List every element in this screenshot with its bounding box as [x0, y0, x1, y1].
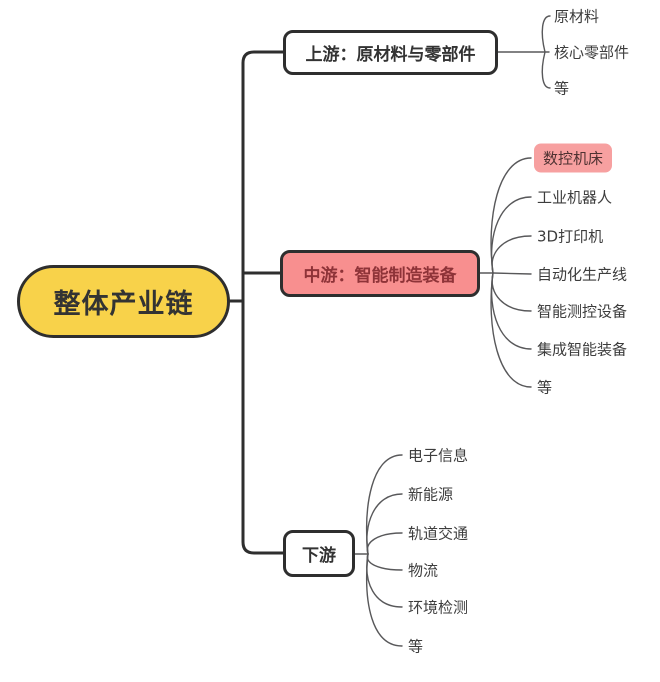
connector-downstream-leaf-4 — [366, 553, 403, 571]
trunk-connectors — [228, 50, 285, 555]
branch-midstream-label: 中游：智能制造装备 — [303, 266, 457, 286]
connector-trunk-to-upstream — [241, 50, 285, 303]
branch-downstream-label: 下游 — [302, 546, 336, 566]
branch-upstream-label: 上游：原材料与零部件 — [305, 45, 476, 65]
connector-upstream-leaf-1 — [541, 15, 551, 53]
root-node-label: 整体产业链 — [53, 289, 194, 320]
connector-midstream-leaf-1 — [490, 157, 532, 274]
leaf-electronic-information[interactable]: 电子信息 — [408, 446, 469, 465]
connector-trunk-to-downstream — [241, 299, 285, 555]
leaf-downstream-etc[interactable]: 等 — [408, 637, 424, 656]
connector-midstream-leaf-2 — [490, 196, 532, 274]
leaf-automated-production-line[interactable]: 自动化生产线 — [537, 265, 628, 284]
connector-downstream-leaf-2 — [366, 493, 403, 555]
leaf-logistics[interactable]: 物流 — [408, 561, 439, 580]
connector-midstream-leaf-5 — [491, 272, 532, 312]
connector-midstream-leaf-4 — [492, 272, 532, 275]
leaf-intelligent-measurement-control[interactable]: 智能测控设备 — [537, 302, 628, 321]
leaf-midstream-etc[interactable]: 等 — [537, 378, 553, 397]
leaf-raw-materials[interactable]: 原材料 — [554, 7, 600, 26]
connector-downstream-leaf-3 — [366, 532, 403, 555]
branch-node-downstream[interactable]: 下游 — [283, 530, 355, 577]
leaf-environmental-testing[interactable]: 环境检测 — [408, 598, 469, 617]
leaf-3d-printer[interactable]: 3D打印机 — [537, 227, 604, 246]
leaf-industrial-robot[interactable]: 工业机器人 — [537, 188, 613, 207]
connector-downstream-leaf-1 — [365, 454, 403, 555]
connector-midstream-leaf-3 — [491, 235, 532, 274]
leaf-upstream-etc[interactable]: 等 — [554, 79, 570, 98]
leaf-rail-transit[interactable]: 轨道交通 — [408, 524, 469, 543]
leaf-integrated-intelligent-equipment[interactable]: 集成智能装备 — [537, 340, 628, 359]
leaf-core-components[interactable]: 核心零部件 — [554, 43, 630, 62]
midstream-fan-connectors — [479, 157, 532, 388]
connector-midstream-leaf-7 — [490, 272, 532, 388]
leaf-new-energy[interactable]: 新能源 — [408, 485, 454, 504]
connector-downstream-leaf-5 — [366, 553, 403, 608]
upstream-fan-connectors — [497, 15, 551, 89]
root-node-overall-industry-chain[interactable]: 整体产业链 — [17, 265, 230, 338]
connector-downstream-leaf-6 — [365, 553, 403, 647]
branch-node-midstream[interactable]: 中游：智能制造装备 — [280, 250, 480, 297]
connector-upstream-leaf-3 — [541, 51, 551, 89]
branch-node-upstream[interactable]: 上游：原材料与零部件 — [283, 30, 498, 75]
downstream-fan-connectors — [354, 454, 403, 647]
leaf-cnc-machine-tool[interactable]: 数控机床 — [534, 143, 613, 173]
